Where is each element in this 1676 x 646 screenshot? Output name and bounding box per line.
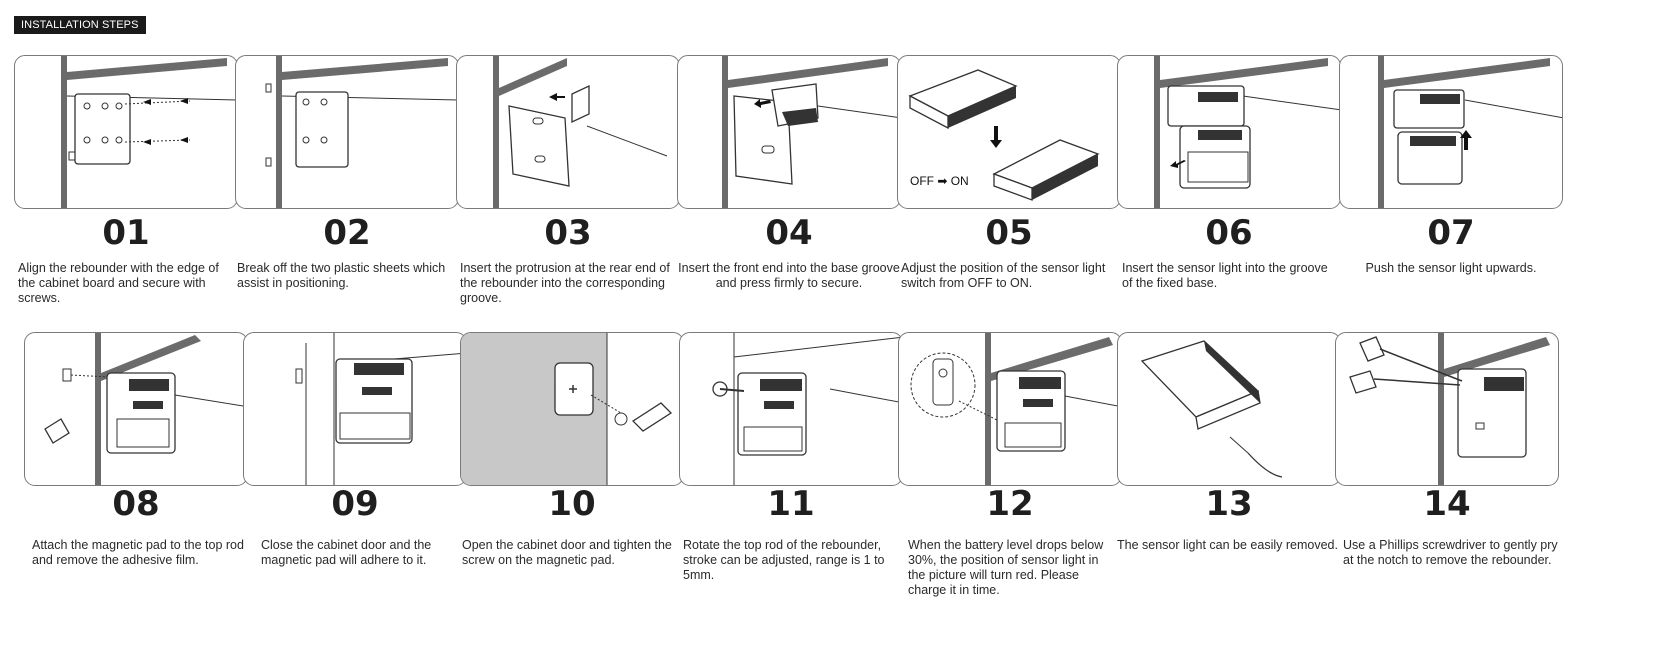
rebounder-insert-rear-illustration	[493, 56, 668, 208]
step-number: 04	[765, 213, 813, 253]
step-description: Attach the magnetic pad to the top rod a…	[32, 538, 244, 567]
rebounder-positioning-illustration	[265, 56, 458, 208]
step-description: The sensor light can be easily removed.	[1117, 538, 1338, 552]
step-description: Rotate the top rod of the rebounder, str…	[683, 538, 885, 582]
rebounder-press-front-illustration	[722, 56, 900, 208]
step-description: Break off the two plastic sheets which a…	[237, 261, 446, 290]
illustration-panel	[1335, 332, 1559, 486]
step-description: Insert the front end into the base groov…	[678, 261, 900, 290]
step-description: Adjust the position of the sensor light …	[901, 261, 1106, 290]
rotate-rod-illustration	[712, 333, 902, 485]
step-description: Align the rebounder with the edge of the…	[18, 261, 219, 305]
illustration-panel	[243, 332, 467, 486]
illustration-panel	[24, 332, 248, 486]
illustration-panel	[14, 55, 238, 209]
illustration-panel	[1339, 55, 1563, 209]
step-description: Push the sensor light upwards.	[1365, 261, 1537, 275]
sensor-switch-illustration	[908, 69, 1100, 201]
sensor-push-up-illustration	[1378, 56, 1562, 208]
step-description: Open the cabinet door and tighten the sc…	[462, 538, 672, 567]
illustration-panel	[1117, 332, 1341, 486]
screwdriver-remove-illustration	[1349, 333, 1550, 485]
step-number: 07	[1427, 213, 1475, 253]
tighten-screw-illustration	[461, 333, 673, 485]
step-description: Use a Phillips screwdriver to gently pry…	[1343, 538, 1558, 567]
illustration-panel	[456, 55, 680, 209]
illustration-panel	[235, 55, 459, 209]
step-number: 12	[986, 484, 1034, 524]
step-description: Insert the protrusion at the rear end of…	[460, 261, 670, 305]
step-number: 09	[331, 484, 379, 524]
door-close-magnet-illustration	[295, 333, 466, 485]
step-number: 11	[767, 484, 815, 524]
step-number: 02	[323, 213, 371, 253]
step-number: 08	[112, 484, 160, 524]
magnetic-pad-attach-illustration	[44, 333, 247, 485]
battery-indicator-illustration	[910, 333, 1121, 485]
step-description: Close the cabinet door and the magnetic …	[261, 538, 432, 567]
switch-label: OFF ➡ ON	[910, 174, 969, 188]
step-number: 13	[1205, 484, 1253, 524]
illustration-panel: OFF ➡ ON	[897, 55, 1121, 209]
step-number: 03	[544, 213, 592, 253]
step-description: Insert the sensor light into the groove …	[1122, 261, 1328, 290]
sensor-removed-illustration	[1140, 340, 1283, 478]
illustration-panel	[679, 332, 903, 486]
illustration-panel	[898, 332, 1122, 486]
step-number: 01	[102, 213, 150, 253]
step-number: 05	[985, 213, 1033, 253]
step-number: 14	[1423, 484, 1471, 524]
sensor-insert-groove-illustration	[1154, 56, 1340, 208]
illustration-panel	[460, 332, 684, 486]
section-title: INSTALLATION STEPS	[14, 16, 146, 34]
step-number: 06	[1205, 213, 1253, 253]
rebounder-screws-illustration	[61, 56, 237, 208]
step-description: When the battery level drops below 30%, …	[908, 538, 1104, 597]
step-number: 10	[548, 484, 596, 524]
illustration-panel	[1117, 55, 1341, 209]
illustration-panel	[677, 55, 901, 209]
